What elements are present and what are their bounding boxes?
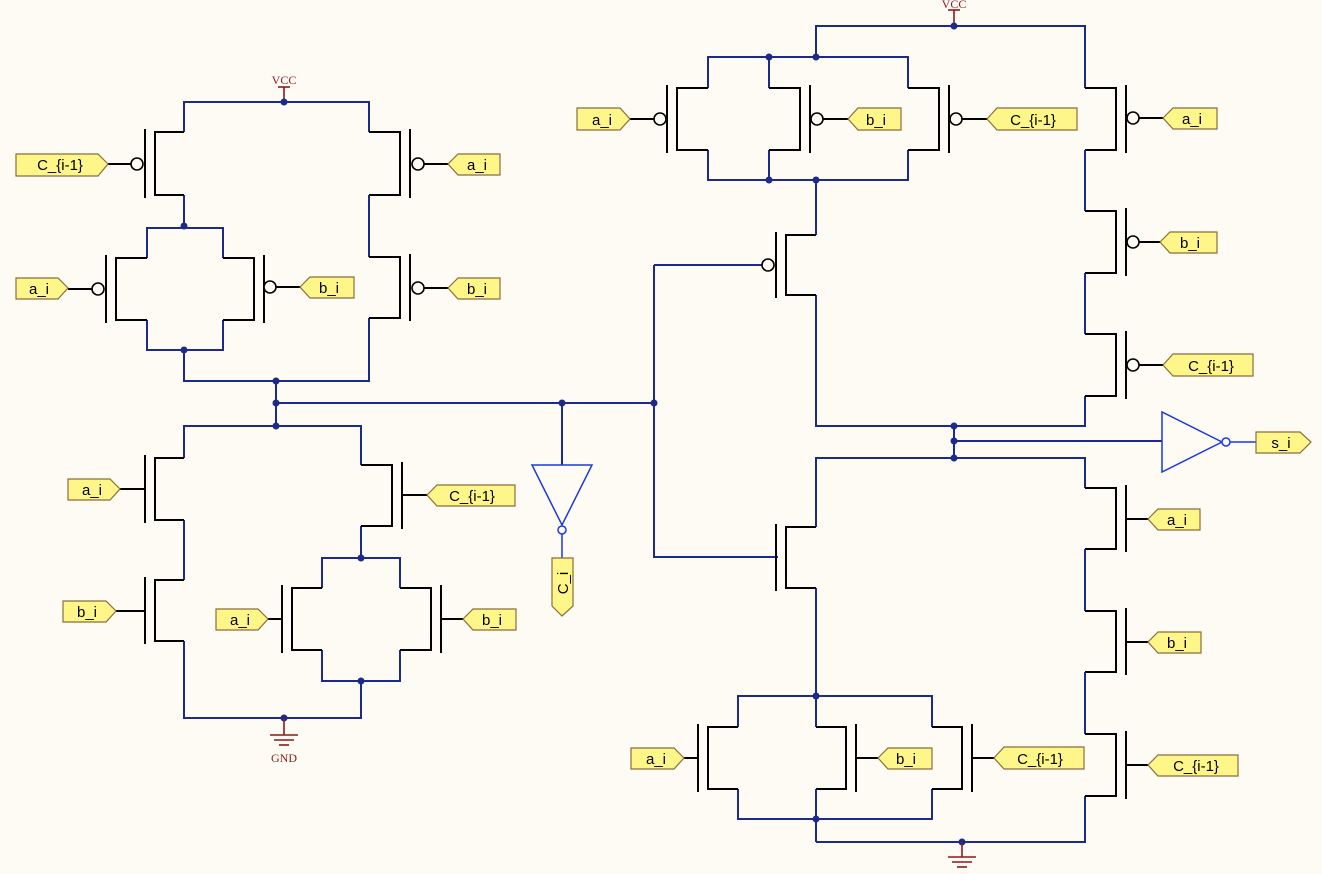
pmos-transistor [1085, 208, 1160, 276]
nmos-transistor [775, 524, 816, 591]
port-c-prev: C_{i-1} [986, 107, 1078, 131]
gnd-symbol-right [948, 842, 976, 868]
svg-text:b_i: b_i [1167, 635, 1187, 652]
svg-text:a_i: a_i [230, 612, 250, 629]
carry-pull-up-network: VCC [68, 73, 448, 426]
vcc-symbol-left: VCC [272, 73, 297, 102]
pmos-transistor [1085, 331, 1163, 399]
svg-text:b_i: b_i [896, 751, 916, 768]
svg-text:C_{i-1}: C_{i-1} [37, 157, 83, 174]
port-c-prev: C_{i-1} [426, 484, 516, 507]
pmos-transistor [769, 85, 848, 153]
port-a: a_i [576, 107, 631, 131]
nmos-transistor [1085, 731, 1148, 799]
svg-text:C_{i-1}: C_{i-1} [1010, 112, 1056, 129]
carry-pull-down-network: GND [115, 399, 463, 765]
svg-text:C_{i-1}: C_{i-1} [1188, 358, 1234, 375]
nmos-transistor [1085, 608, 1148, 675]
pmos-transistor [908, 85, 987, 153]
port-a: a_i [67, 478, 121, 501]
port-b: b_i [1147, 631, 1202, 654]
nmos-transistor [816, 724, 878, 792]
svg-text:a_i: a_i [592, 112, 612, 129]
port-a: a_i [447, 153, 501, 176]
port-b: b_i [877, 747, 933, 770]
carry-output-inverter [530, 464, 594, 558]
svg-text:a_i: a_i [82, 482, 102, 499]
svg-text:b_i: b_i [1180, 235, 1200, 252]
sum-pull-up-network: VCC [630, 0, 1163, 430]
port-a: a_i [1162, 107, 1218, 130]
nmos-transistor [932, 724, 994, 792]
carry-node-wires [276, 264, 778, 558]
port-c-prev: C_{i-1} [1162, 353, 1254, 377]
port-a: a_i [630, 747, 685, 770]
port-b: b_i [847, 107, 902, 131]
svg-text:a_i: a_i [646, 751, 666, 768]
pmos-transistor [108, 129, 184, 198]
port-carry-out: C_i [551, 557, 574, 617]
svg-text:a_i: a_i [29, 281, 49, 298]
port-a: a_i [15, 277, 69, 300]
svg-text:a_i: a_i [1167, 512, 1187, 529]
port-c-prev: C_{i-1} [1147, 754, 1239, 777]
pmos-transistor [761, 232, 816, 298]
svg-text:b_i: b_i [866, 112, 886, 129]
nmos-transistor [120, 455, 184, 523]
svg-text:C_{i-1}: C_{i-1} [449, 488, 495, 505]
pmos-transistor [630, 85, 708, 153]
nmos-transistor [1085, 485, 1148, 552]
vcc-symbol-right: VCC [942, 0, 967, 26]
svg-text:s_i: s_i [1271, 435, 1290, 452]
port-b: b_i [462, 608, 517, 631]
port-a: a_i [215, 608, 269, 631]
sum-node-wires [950, 426, 1162, 462]
svg-text:b_i: b_i [319, 280, 339, 297]
nmos-transistor [400, 585, 463, 653]
pmos-transistor [1085, 85, 1163, 153]
port-b: b_i [299, 276, 355, 299]
nmos-transistor [361, 462, 427, 529]
port-b: b_i [62, 600, 117, 623]
svg-text:b_i: b_i [77, 604, 97, 621]
gnd-label: GND [271, 751, 297, 765]
gnd-symbol-left: GND [270, 718, 298, 765]
pmos-transistor [369, 129, 448, 198]
port-a: a_i [1147, 508, 1201, 531]
nmos-transistor [684, 724, 738, 792]
port-c-prev: C_{i-1} [15, 153, 109, 177]
nmos-transistor [266, 585, 322, 653]
pmos-transistor [223, 255, 300, 323]
port-sum-out: s_i [1255, 431, 1312, 454]
svg-text:C_i: C_i [555, 572, 572, 595]
svg-text:C_{i-1}: C_{i-1} [1173, 758, 1219, 775]
port-b: b_i [1159, 231, 1218, 254]
port-c-prev: C_{i-1} [993, 746, 1085, 770]
pmos-transistor [369, 254, 448, 321]
svg-text:b_i: b_i [467, 281, 487, 298]
port-b: b_i [447, 277, 501, 300]
svg-text:C_{i-1}: C_{i-1} [1017, 751, 1063, 768]
svg-text:b_i: b_i [482, 612, 502, 629]
sum-pull-down-network [684, 457, 1148, 868]
svg-text:a_i: a_i [1182, 111, 1202, 128]
nmos-transistor [115, 577, 184, 644]
pmos-transistor [68, 255, 147, 323]
sum-output-inverter [1161, 410, 1256, 474]
svg-text:a_i: a_i [467, 157, 487, 174]
vcc-label: VCC [942, 0, 967, 11]
vcc-label: VCC [272, 73, 297, 87]
